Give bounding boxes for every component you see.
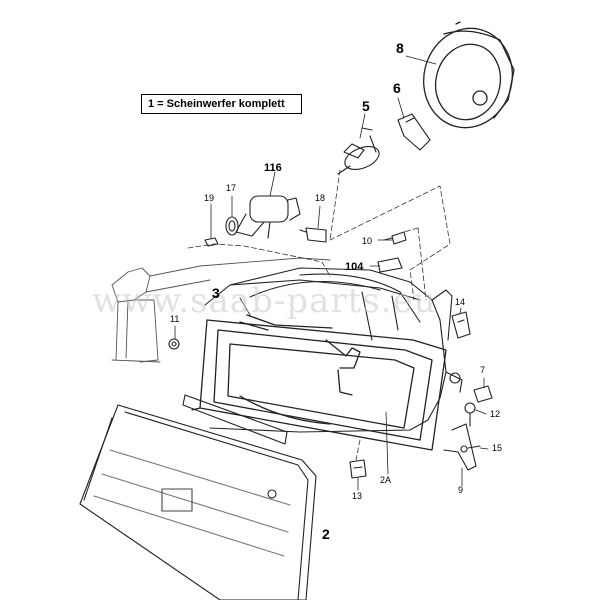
screw-15 — [460, 445, 481, 453]
halogen-bulb — [337, 127, 380, 175]
callout-2: 2 — [322, 526, 330, 542]
nut-7 — [473, 385, 493, 403]
grommet-11 — [168, 338, 180, 350]
bracket-9 — [443, 423, 477, 471]
callout-12: 12 — [490, 409, 501, 419]
bezel-frame — [191, 314, 447, 451]
callout-116: 116 — [264, 162, 282, 174]
callout-11: 11 — [170, 314, 180, 324]
callout-15: 15 — [492, 443, 503, 453]
callout-5: 5 — [362, 98, 370, 114]
callout-6: 6 — [393, 80, 401, 96]
screw-19 — [204, 237, 219, 247]
connector-plug — [299, 227, 327, 243]
callout-10: 10 — [362, 236, 373, 246]
headlamp-lens — [79, 404, 317, 600]
callout-14: 14 — [455, 297, 466, 307]
callout-19: 19 — [204, 193, 215, 203]
callout-18: 18 — [315, 193, 326, 203]
level-motor — [235, 195, 301, 239]
fender-outline — [111, 257, 331, 363]
callout-13: 13 — [352, 491, 363, 501]
o-ring — [225, 216, 239, 236]
trim-strip — [182, 394, 288, 445]
callout-8: 8 — [396, 40, 404, 56]
callout-104: 104 — [345, 261, 364, 273]
clip-104 — [377, 257, 403, 273]
callout-17: 17 — [226, 183, 237, 193]
legend-box: 1 = Scheinwerfer komplett — [141, 94, 302, 114]
screw-10 — [383, 231, 407, 245]
assembly-guide-lines — [187, 169, 451, 461]
screw-12 — [464, 402, 476, 427]
callout-7: 7 — [480, 365, 486, 375]
watermark: www.saab-parts.eu — [92, 281, 437, 321]
callout-3: 3 — [212, 285, 220, 301]
bracket-14 — [451, 311, 471, 339]
spring-clip — [397, 113, 431, 151]
headlamp-housing — [204, 267, 463, 433]
rear-cover-cap — [422, 21, 515, 129]
clip-13 — [349, 459, 367, 479]
leader-lines — [174, 55, 489, 491]
callout-2A: 2A — [380, 475, 392, 485]
callout-9: 9 — [458, 485, 464, 495]
